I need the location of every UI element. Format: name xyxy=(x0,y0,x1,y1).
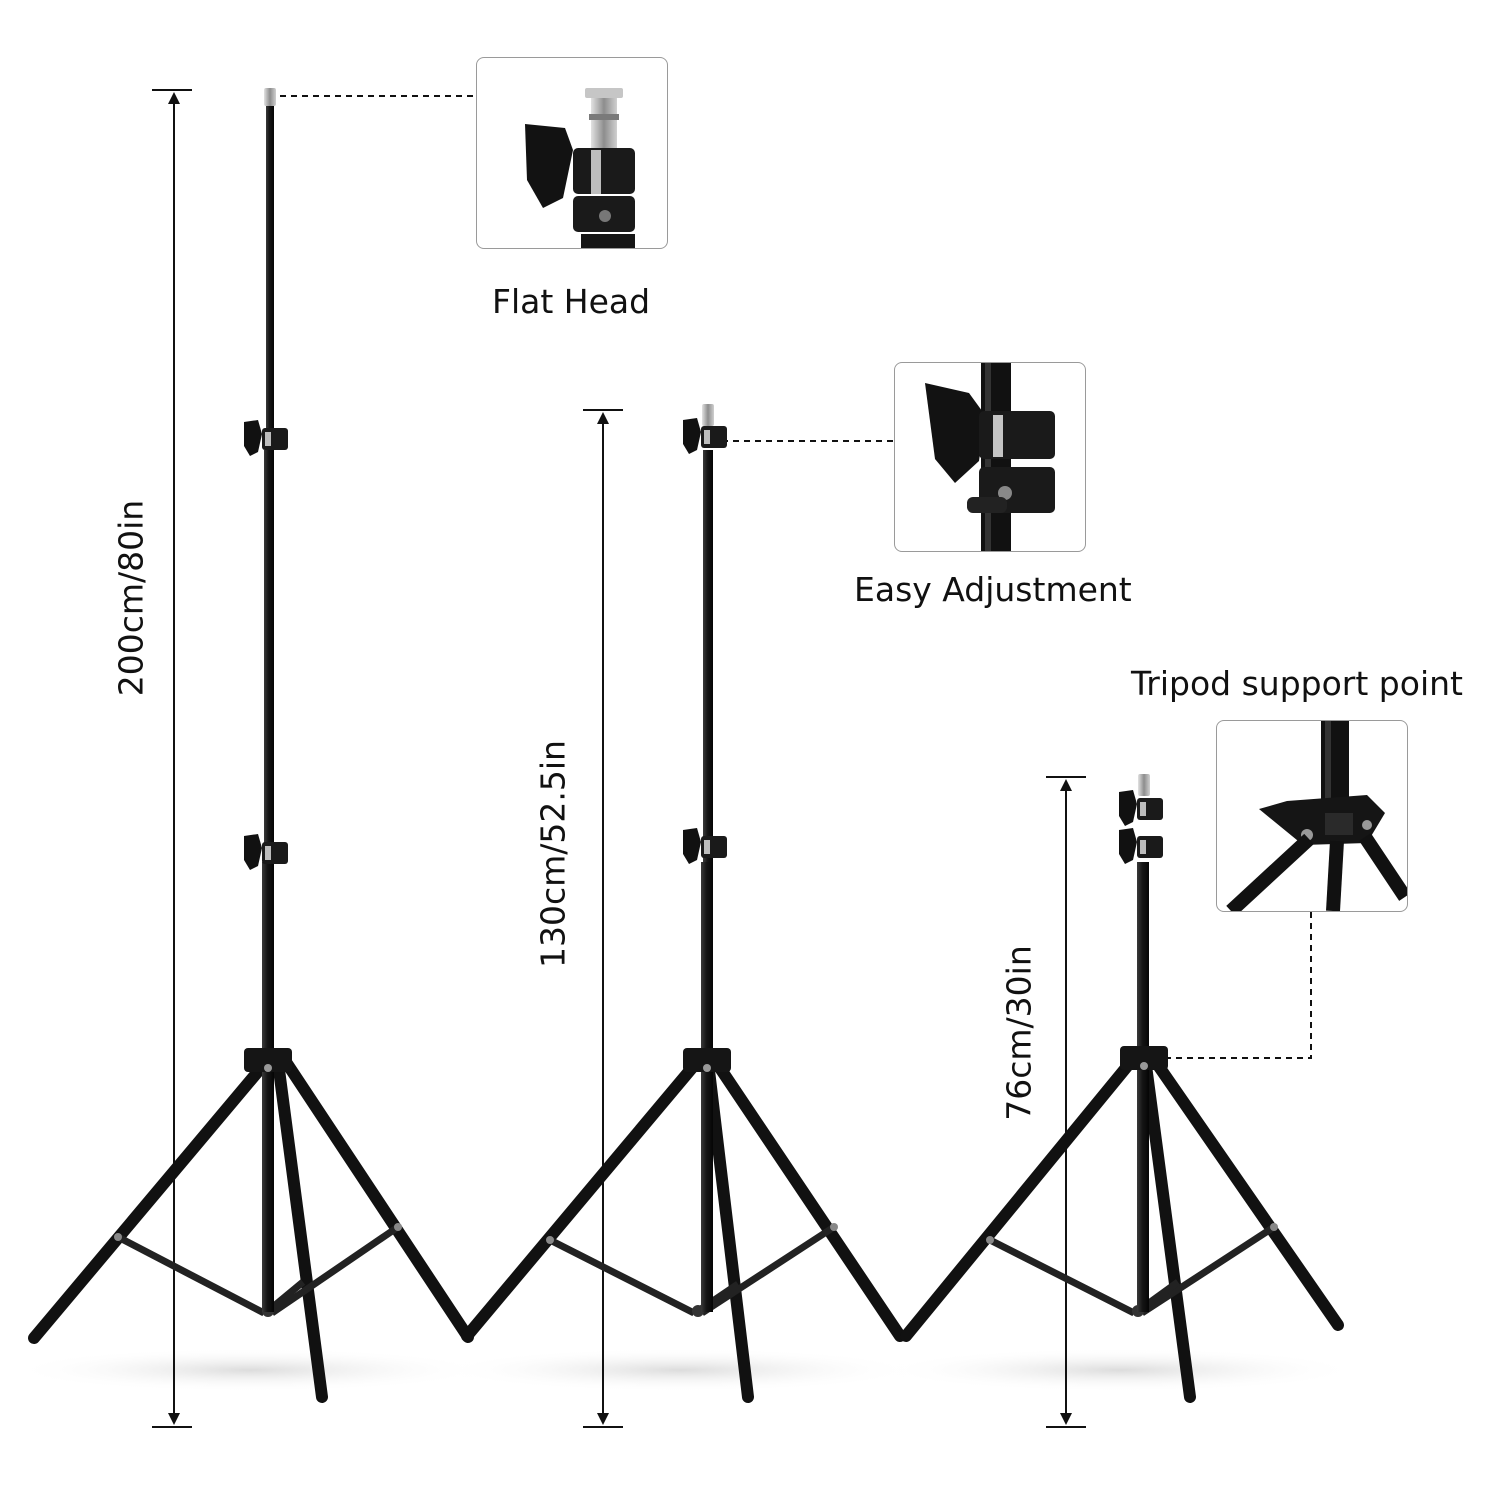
height-label-tall: 200cm/80in xyxy=(111,499,151,697)
height-label-medium: 130cm/52.5in xyxy=(533,740,573,968)
flat-head-label: Flat Head xyxy=(492,282,651,321)
floor-shadow xyxy=(10,1348,490,1392)
flat-head-closeup xyxy=(525,88,635,248)
easy-adjustment-closeup xyxy=(925,363,1055,551)
leader-tripod-support xyxy=(1165,910,1312,1059)
tripod-support-label: Tripod support point xyxy=(1131,664,1463,703)
callout-flat-head-image xyxy=(476,57,668,249)
tripod-stand-tall xyxy=(28,88,474,1403)
dimension-line-130cm xyxy=(583,409,623,1428)
easy-adjustment-label: Easy Adjustment xyxy=(854,570,1132,609)
callout-easy-adjustment-image xyxy=(894,362,1086,552)
tripod-stand-short xyxy=(900,774,1344,1403)
tripod-support-closeup xyxy=(1226,721,1407,911)
height-label-short: 76cm/30in xyxy=(999,945,1039,1121)
floor-shadow xyxy=(440,1348,920,1392)
floor-shadow xyxy=(880,1348,1360,1392)
dimension-line-200cm xyxy=(152,89,192,1428)
callout-tripod-support-image xyxy=(1216,720,1408,912)
tripod-stand-medium xyxy=(461,404,906,1403)
dimension-line-76cm xyxy=(1046,776,1086,1428)
